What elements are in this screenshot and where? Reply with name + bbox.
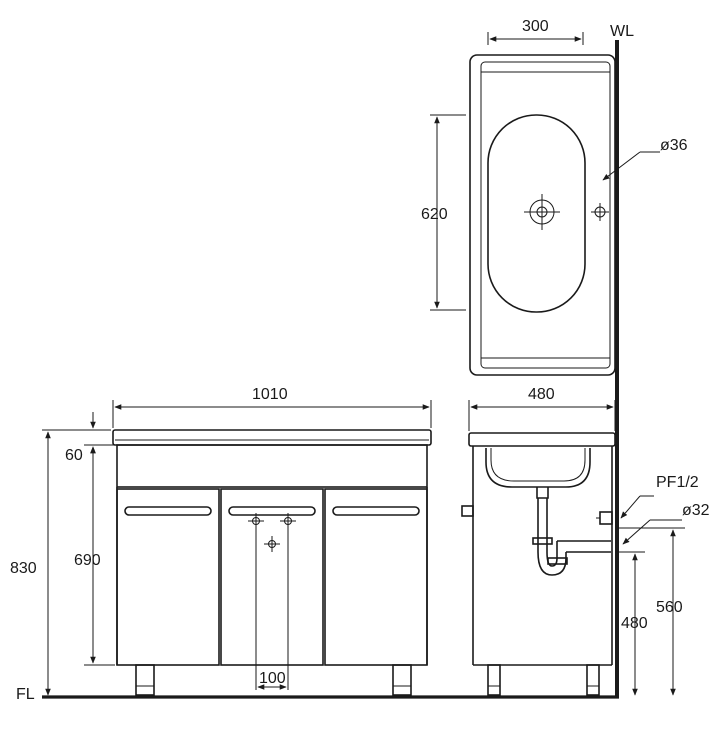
drain-trap	[532, 487, 611, 576]
dim-faucet-spacing: 100	[259, 670, 286, 687]
dim-drain-height: 480	[621, 615, 648, 632]
drain-symbol	[524, 194, 560, 230]
dim-trap-diameter: ø32	[682, 502, 710, 519]
door-handle	[124, 506, 212, 516]
dim-counter-thickness: 60	[65, 447, 83, 464]
dim-side-depth: 480	[528, 386, 555, 403]
top-view-sink	[469, 54, 616, 376]
floor-label: FL	[16, 686, 35, 703]
cabinet-legs	[135, 664, 412, 696]
pipe-position-marks	[248, 513, 296, 552]
dim-supply-height: 560	[656, 599, 683, 616]
dimension-lines	[42, 32, 685, 696]
overflow-symbol	[591, 203, 609, 221]
dimension-labels: WL FL 300 620 ø36 1010 480 60 830 690 10…	[10, 18, 710, 703]
dim-drain-diameter: ø36	[660, 137, 688, 154]
dim-total-height: 830	[10, 560, 37, 577]
dim-top-sink-length: 620	[421, 206, 448, 223]
supply-valve	[596, 511, 613, 525]
side-view-cabinet	[461, 432, 616, 696]
dim-cabinet-body-height: 690	[74, 552, 101, 569]
dim-cabinet-width: 1010	[252, 386, 288, 403]
door-handle	[332, 506, 420, 516]
door-handle	[228, 506, 316, 516]
side-bowl	[485, 448, 591, 488]
front-view-cabinet	[112, 429, 432, 696]
wall-label: WL	[610, 23, 634, 40]
cabinet-doors	[116, 488, 428, 666]
side-legs	[487, 664, 600, 696]
dim-supply-fitting: PF1/2	[656, 474, 699, 491]
dim-top-sink-width: 300	[522, 18, 549, 35]
